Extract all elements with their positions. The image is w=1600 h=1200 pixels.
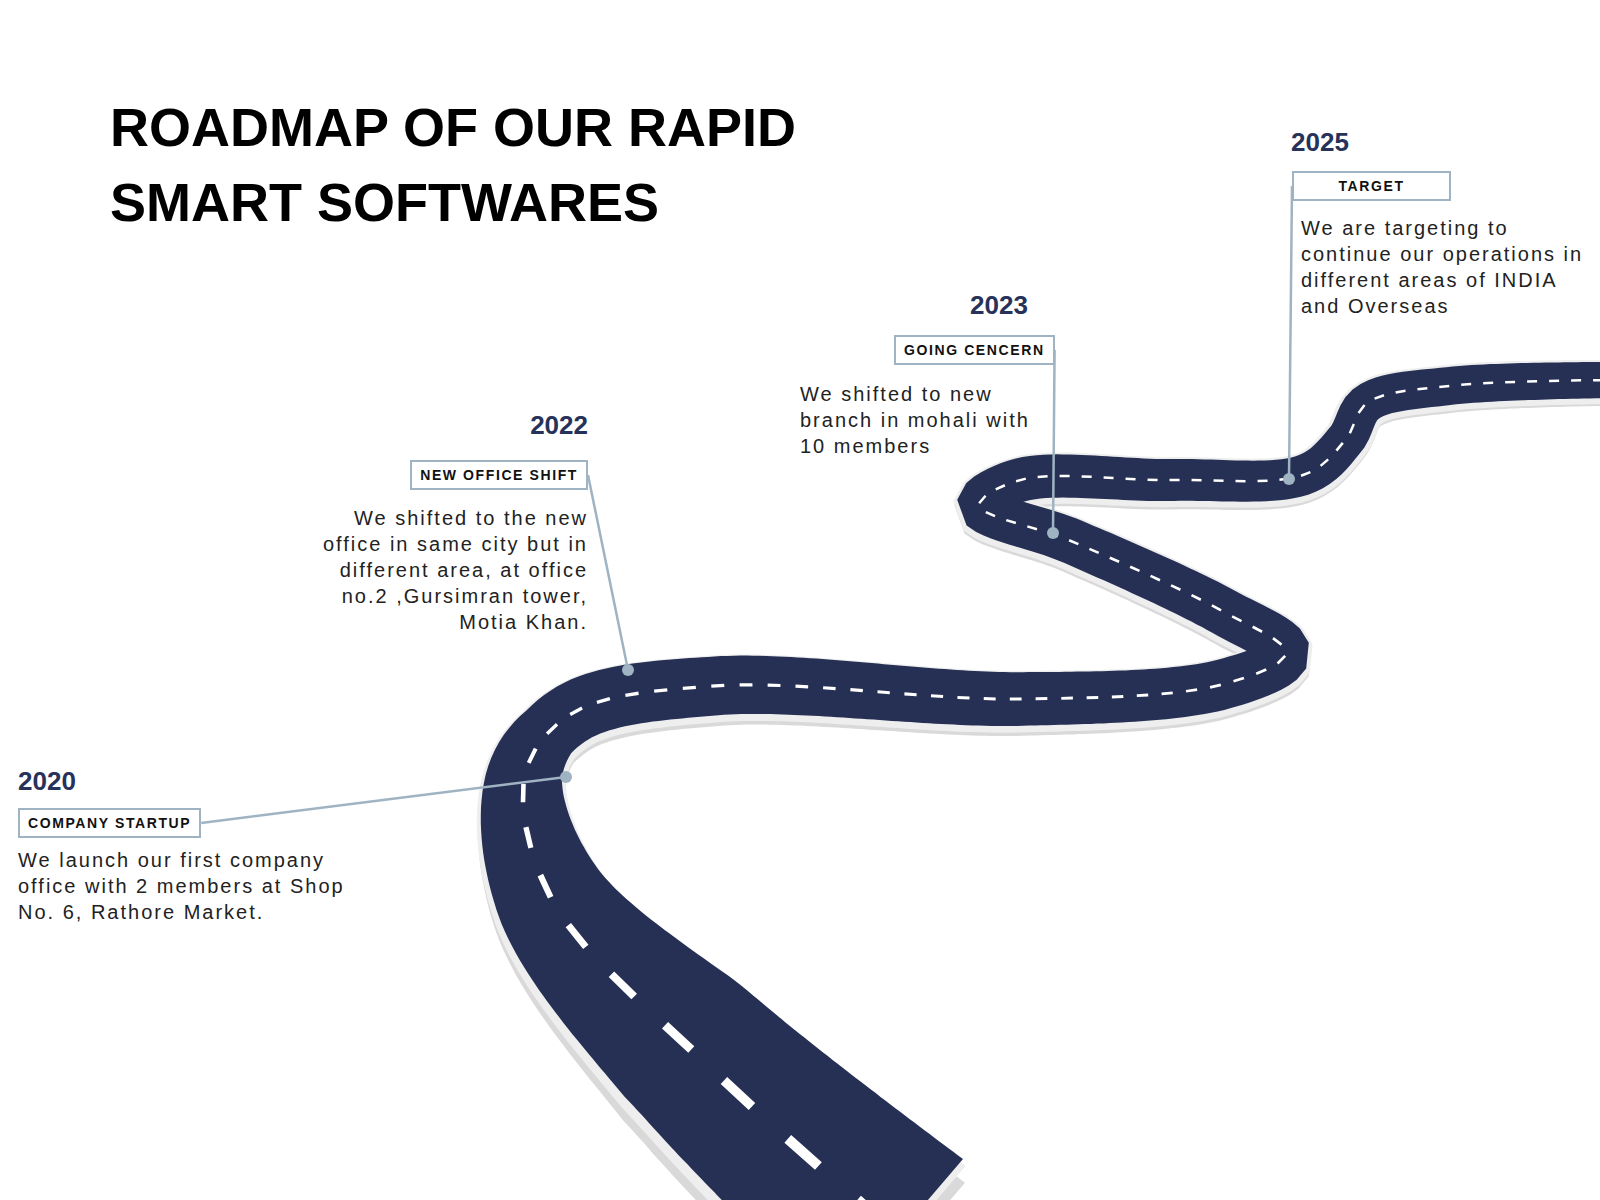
year-label: 2025 [1291,127,1349,157]
milestone-description: We shifted to the new office in same cit… [313,505,588,635]
leader-line [201,777,566,823]
leader-line [1053,350,1055,533]
year-label: 2020 [18,766,76,796]
milestone-box: NEW OFFICE SHIFT [410,460,588,490]
milestone-box: TARGET [1292,171,1451,201]
milestone-dot [1283,473,1295,485]
leader-line [588,475,628,670]
milestone-description: We shifted to new branch in mohali with … [800,381,1045,459]
milestone-box: GOING CENCERN [894,335,1055,365]
milestone-dot [560,771,572,783]
year-label: 2023 [970,290,1028,320]
milestone-description: We are targeting to continue our operati… [1301,215,1586,319]
milestone-box: COMPANY STARTUP [18,808,201,838]
road-dashes [521,379,1600,1200]
leader-line [1289,186,1292,479]
milestone-dot [1047,527,1059,539]
road-rim [477,360,1600,1200]
year-label: 2022 [530,410,588,440]
road-surface [481,362,1600,1200]
milestone-description: We launch our first company office with … [18,847,358,925]
title: ROADMAP OF OUR RAPID SMART SOFTWARES [110,90,890,240]
milestone-dot [622,664,634,676]
